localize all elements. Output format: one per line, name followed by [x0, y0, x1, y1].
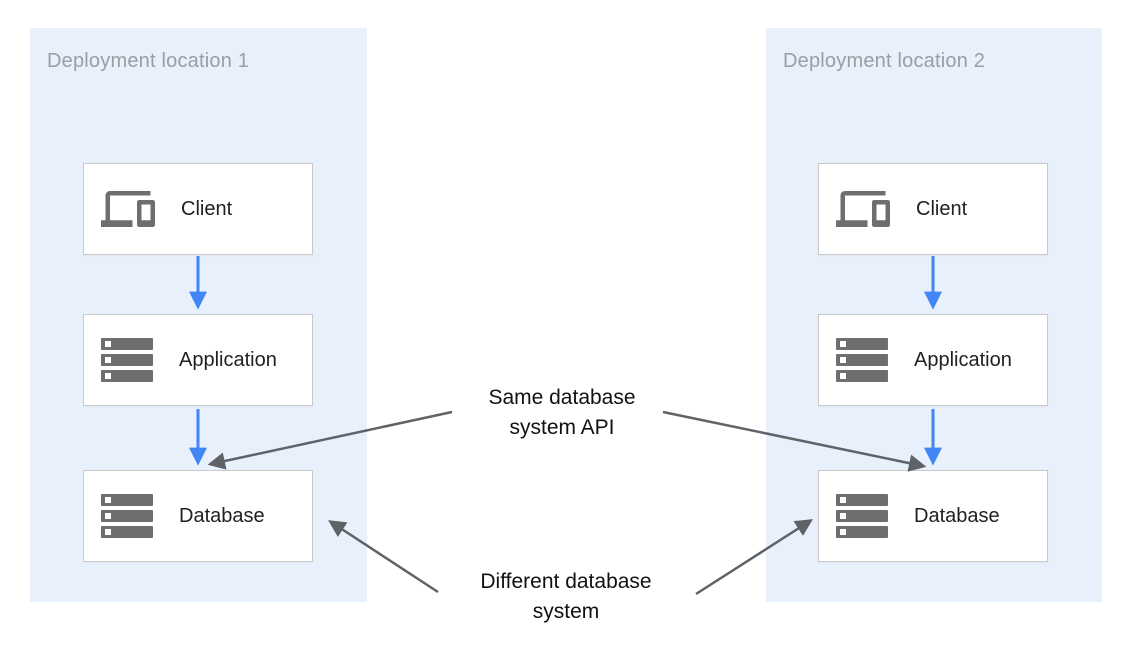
devices-icon [836, 191, 890, 227]
deployment-panel-2: Deployment location 2 Client [766, 28, 1102, 602]
node-label: Application [914, 348, 1012, 371]
annotation-same-database-api: Same database system API [488, 386, 636, 439]
application-node: Application [818, 314, 1048, 406]
node-label: Database [179, 504, 265, 527]
panel-title: Deployment location 2 [783, 50, 986, 72]
application-node: Application [83, 314, 313, 406]
node-label: Database [914, 504, 1000, 527]
node-label: Client [916, 197, 968, 220]
database-node: Database [818, 470, 1048, 562]
client-node: Client [818, 163, 1048, 255]
panel-title: Deployment location 1 [47, 50, 250, 72]
devices-icon [101, 191, 155, 227]
annotation-different-database-system: Different database system [480, 570, 652, 623]
server-stack-icon [101, 494, 153, 538]
server-stack-icon [836, 494, 888, 538]
deployment-panel-1: Deployment location 1 Client [30, 28, 367, 602]
node-label: Application [179, 348, 277, 371]
server-stack-icon [836, 338, 888, 382]
database-node: Database [83, 470, 313, 562]
server-stack-icon [101, 338, 153, 382]
node-label: Client [181, 197, 233, 220]
client-node: Client [83, 163, 313, 255]
